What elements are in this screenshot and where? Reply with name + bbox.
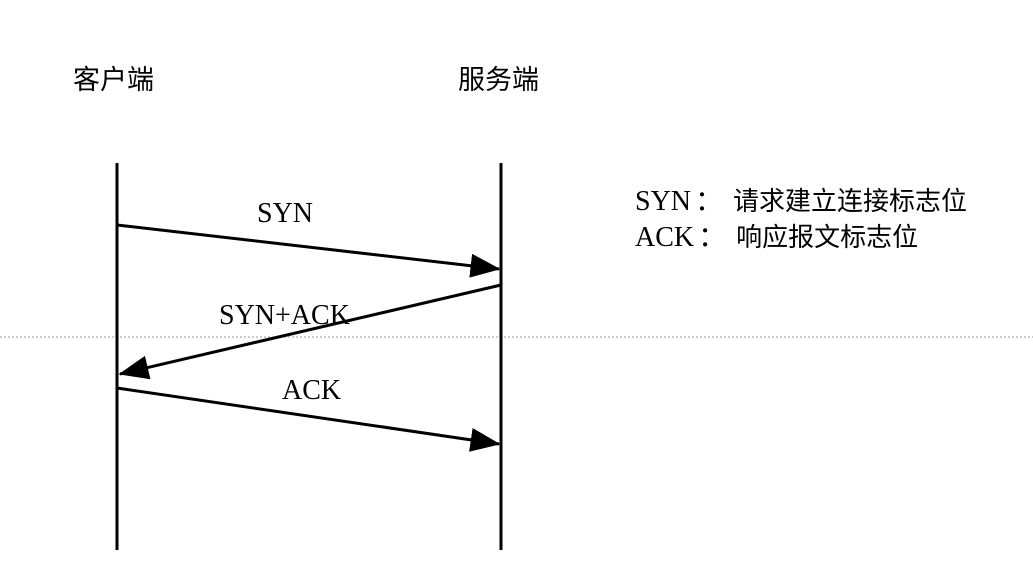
legend-row-syn: SYN： 请求建立连接标志位 — [635, 184, 967, 220]
server-title: 服务端 — [458, 65, 539, 96]
legend-meaning: 响应报文标志位 — [736, 223, 919, 253]
legend-separator: ： — [695, 186, 724, 217]
syn-message-label: SYN — [257, 198, 314, 229]
legend-separator: ： — [698, 222, 727, 253]
syn-ack-message-label: SYN+ACK — [219, 300, 350, 331]
ack-message-label: ACK — [282, 375, 342, 406]
legend: SYN：请求建立连接标志位 ACK：响应报文标志位 — [635, 184, 967, 256]
legend-term: SYN — [635, 186, 692, 217]
legend-term: ACK — [635, 222, 695, 253]
syn-arrow — [116, 223, 501, 278]
legend-meaning: 请求建立连接标志位 — [733, 187, 968, 217]
legend-row-ack: ACK： 响应报文标志位 — [635, 220, 967, 256]
syn-ack-arrow — [118, 283, 502, 380]
client-title: 客户端 — [73, 65, 154, 96]
ack-arrow — [116, 386, 501, 452]
